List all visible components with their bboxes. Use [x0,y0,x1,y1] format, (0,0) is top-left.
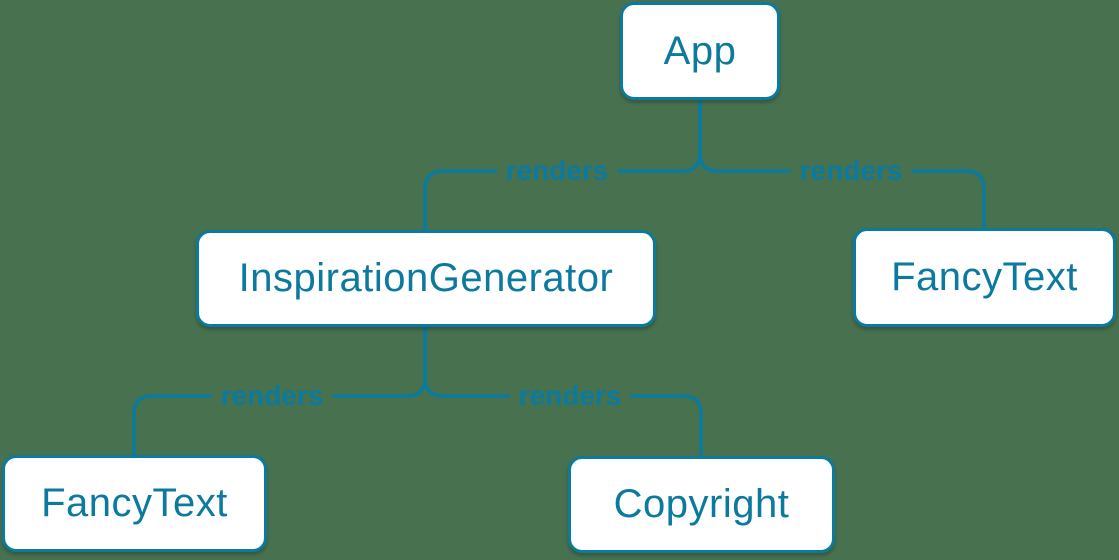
node-fancy-text-left: FancyText [2,455,267,552]
node-fancy-text-right: FancyText [853,228,1116,327]
node-inspiration-generator-label: InspirationGenerator [238,256,614,300]
node-inspiration-generator: InspirationGenerator [196,230,656,327]
node-fancy-text-left-label: FancyText [41,481,228,525]
node-copyright-label: Copyright [613,482,790,526]
edge-label-app-fancytext: renders [790,154,912,188]
edge-label-app-inspirationgenerator: renders [496,154,618,188]
node-copyright: Copyright [568,456,835,553]
node-fancy-text-right-label: FancyText [891,255,1078,299]
edge-label-inspirationgenerator-copyright: renders [509,379,631,413]
node-app-label: App [663,28,737,73]
node-app: App [620,2,780,100]
edge-label-inspirationgenerator-fancytext: renders [211,379,333,413]
